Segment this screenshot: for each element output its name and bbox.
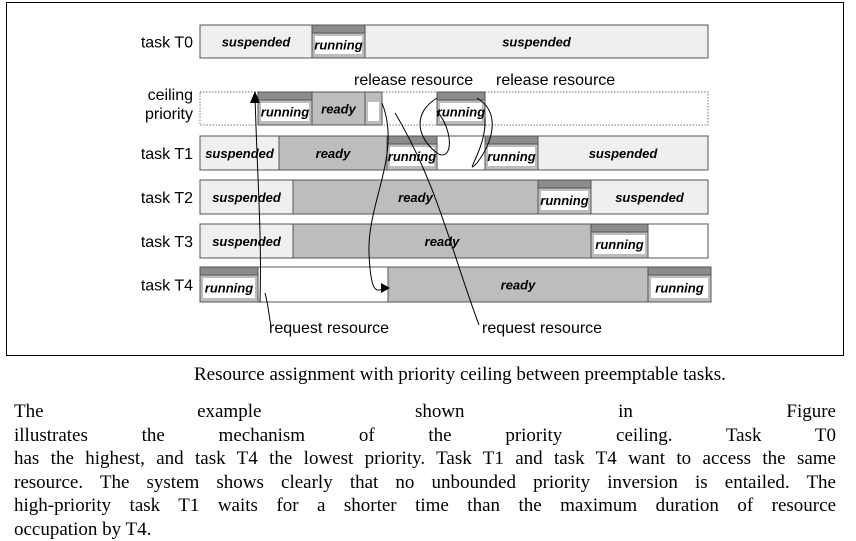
running-top-bar <box>387 136 437 144</box>
paragraph-line-5: occupation by T4. <box>14 518 836 541</box>
segment-label-ready: ready <box>321 102 356 117</box>
segment-label-suspended: suspended <box>205 146 275 161</box>
row-label-t3: task T3 <box>141 234 193 251</box>
row-label-t1: task T1 <box>141 146 193 163</box>
figure-frame: task T0 suspended running suspended ceiling p… <box>6 2 844 356</box>
segment-label-running: running <box>261 105 309 120</box>
segment-label-running: running <box>314 38 362 53</box>
row-label-ceiling: ceiling <box>148 87 193 104</box>
segment-label-running: running <box>388 149 436 164</box>
running-top-bar <box>200 267 258 275</box>
segment-label-suspended: suspended <box>615 190 685 205</box>
segment-label-running: running <box>655 281 703 296</box>
row-label-t4: task T4 <box>141 278 193 295</box>
segment-label-running: running <box>437 105 485 120</box>
release-resource-label: release resource <box>354 72 473 89</box>
segment-label-suspended: suspended <box>212 190 282 205</box>
paragraph-line-3: resource. The system shows clearly that … <box>14 471 836 495</box>
segment-label-running: running <box>595 237 643 252</box>
segment-label-ready: ready <box>425 234 460 249</box>
release-resource-label: release resource <box>496 72 615 89</box>
running-top-bar <box>485 136 538 144</box>
segment-label-ready: ready <box>316 146 351 161</box>
request-resource-label: request resource <box>269 320 389 337</box>
row-label-t2: task T2 <box>141 190 193 207</box>
row-label-t0: task T0 <box>141 35 193 52</box>
body-paragraph: The example shown in Figure illustrates t… <box>14 400 836 541</box>
running-top-bar <box>591 224 648 232</box>
segment-label-suspended: suspended <box>502 35 572 50</box>
paragraph-line-1: The example shown in Figure illustrates t… <box>14 400 836 447</box>
segment-label-suspended: suspended <box>212 234 282 249</box>
paragraph-line-4: high-priority task T1 waits for a shorte… <box>14 494 836 518</box>
row-label-ceiling: priority <box>145 106 193 123</box>
running-top-bar <box>538 180 591 188</box>
paragraph-text: The example shown in Figure <box>14 401 836 422</box>
paragraph-line-2: has the highest, and task T4 the lowest … <box>14 447 836 471</box>
segment-label-running: running <box>540 193 588 208</box>
paragraph-text: illustrates the mechanism of the priorit… <box>14 425 836 446</box>
segment-label-ready: ready <box>398 190 433 205</box>
ceiling-gap-inner <box>368 102 379 121</box>
running-top-bar <box>312 25 365 33</box>
figure-caption: Resource assignment with priority ceilin… <box>194 364 726 386</box>
running-top-bar <box>258 92 312 100</box>
running-top-bar <box>648 267 711 275</box>
segment-label-running: running <box>205 281 253 296</box>
segment-label-ready: ready <box>501 278 536 293</box>
segment-label-suspended: suspended <box>222 35 292 50</box>
priority-ceiling-diagram: task T0 suspended running suspended ceiling p… <box>7 3 843 355</box>
segment-label-running: running <box>487 149 535 164</box>
request-resource-label: request resource <box>482 320 602 337</box>
segment-label-suspended: suspended <box>589 146 659 161</box>
